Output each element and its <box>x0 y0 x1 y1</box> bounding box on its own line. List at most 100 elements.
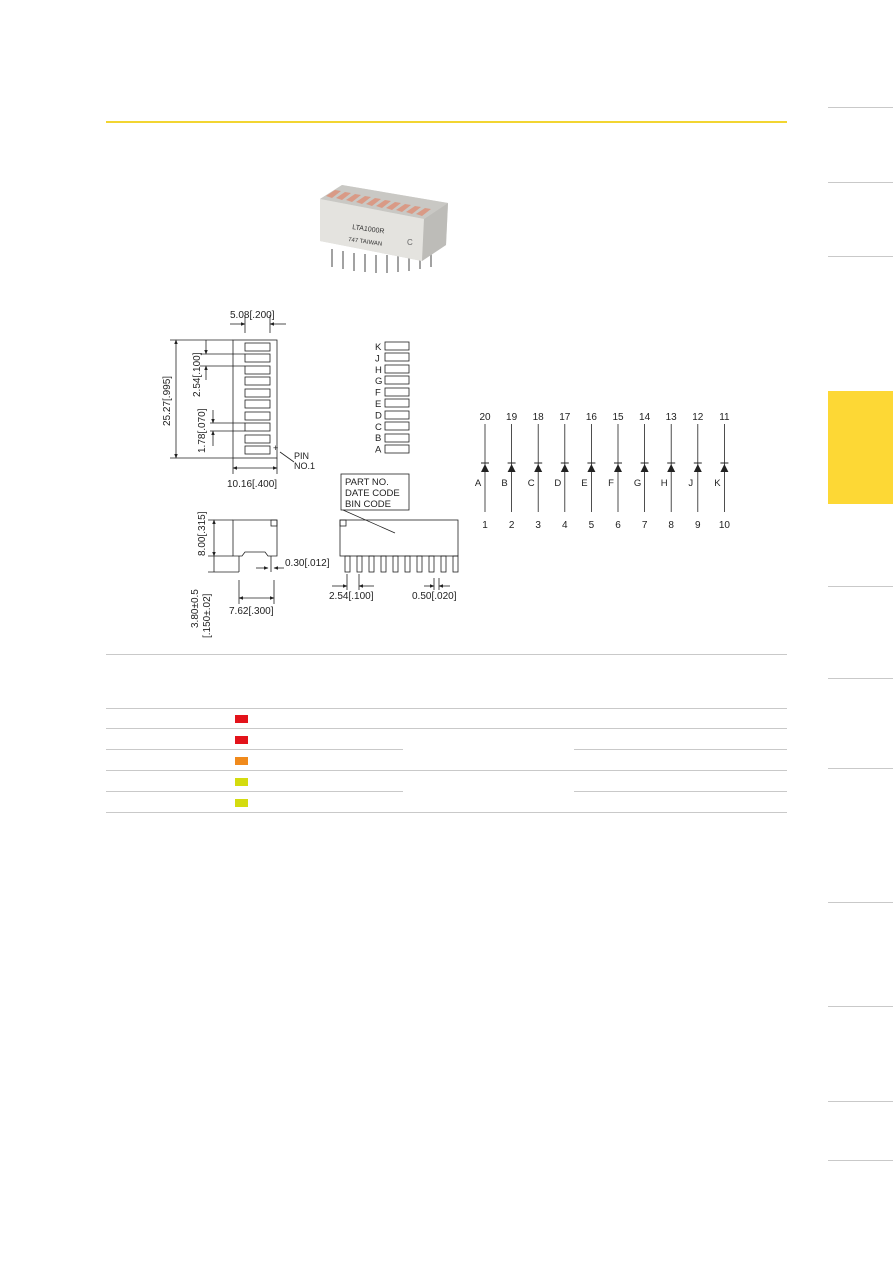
pin-number: NO.1 <box>294 461 315 471</box>
photo-led-segments <box>326 190 431 216</box>
side-tab-divider <box>828 586 893 587</box>
row-rule <box>574 749 787 750</box>
anode-pin-number: 13 <box>666 412 678 423</box>
side-tab-divider <box>828 902 893 903</box>
table-top-rule <box>106 708 787 709</box>
anode-pin-number: 17 <box>559 412 571 423</box>
dim-depth: 8.00[.315] <box>197 511 208 556</box>
dim-segment: 1.78[.070] <box>197 408 208 453</box>
color-swatch <box>235 778 248 786</box>
diode-symbol <box>693 464 702 472</box>
side-tab-divider <box>828 1101 893 1102</box>
segment-letter: A <box>475 478 482 489</box>
dim-lead-pitch: 2.54[.100] <box>329 591 374 602</box>
label-box <box>340 473 410 511</box>
side-tab-divider <box>828 768 893 769</box>
side-tab-divider <box>828 107 893 108</box>
pin-label: PIN <box>294 451 309 461</box>
anode-pin-number: 14 <box>639 412 651 423</box>
row-rule <box>106 812 787 813</box>
anode-pin-number: 12 <box>692 412 704 423</box>
segment-letter: E <box>581 478 587 489</box>
segment-letter: G <box>375 376 382 387</box>
circuit-diagram: 20A119B218C317D416E515F614G713H812J911K1… <box>475 412 731 531</box>
cathode-pin-number: 1 <box>482 520 488 531</box>
diode-symbol <box>534 464 543 472</box>
dim-lead-width: 0.50[.020] <box>412 591 457 602</box>
segment-letter: B <box>375 433 381 444</box>
cathode-pin-number: 5 <box>589 520 595 531</box>
segment-letter: E <box>375 399 381 410</box>
row-rule <box>574 791 787 792</box>
color-swatch <box>235 757 248 765</box>
dim-row-spacing: 7.62[.300] <box>229 606 274 617</box>
segment-letter: K <box>375 342 382 353</box>
color-table <box>106 708 787 813</box>
color-swatch <box>235 736 248 744</box>
segment-letter: J <box>375 353 380 364</box>
table-row <box>106 729 787 750</box>
segment-letter: K <box>714 478 721 489</box>
segment-letter: B <box>501 478 507 489</box>
cathode-pin-number: 9 <box>695 520 701 531</box>
row-rule <box>106 749 403 750</box>
color-swatch <box>235 799 248 807</box>
cathode-pin-number: 8 <box>668 520 674 531</box>
cathode-pin-number: 4 <box>562 520 568 531</box>
color-swatch <box>235 715 248 723</box>
diode-symbol <box>667 464 676 472</box>
segment-letter: G <box>634 478 641 489</box>
segment-letter: F <box>608 478 614 489</box>
cathode-pin-number: 2 <box>509 520 515 531</box>
dim-lead-length-in: [.150±.02] <box>202 593 213 638</box>
label-box-line: BIN CODE <box>345 499 391 510</box>
cathode-pin-number: 6 <box>615 520 621 531</box>
photo-date-marking: 747 TAIWAN <box>348 237 383 248</box>
diode-symbol <box>614 464 622 472</box>
dim-top-width: 5.08[.200] <box>230 310 275 321</box>
side-tab-divider <box>828 1160 893 1161</box>
section-divider <box>106 654 787 655</box>
anode-pin-number: 19 <box>506 412 518 423</box>
cathode-pin-number: 10 <box>719 520 731 531</box>
table-row <box>106 708 787 729</box>
side-tab-divider <box>828 256 893 257</box>
anode-pin-number: 16 <box>586 412 598 423</box>
table-row <box>106 771 787 792</box>
technical-drawing: 5.08[.200] 25.27[.995] 2.54[.100] 1.78[.… <box>162 310 731 638</box>
side-tab-divider <box>828 678 893 679</box>
diode-symbol <box>720 464 729 472</box>
row-rule <box>106 770 787 771</box>
cathode-pin-number: 3 <box>535 520 541 531</box>
segment-letter: A <box>375 445 382 456</box>
segment-letter: C <box>375 422 382 433</box>
segment-letter: H <box>661 478 668 489</box>
segment-letter: C <box>528 478 535 489</box>
dim-body-width: 10.16[.400] <box>227 479 277 490</box>
anode-pin-number: 15 <box>612 412 624 423</box>
dim-lead-thickness: 0.30[.012] <box>285 558 330 569</box>
anode-pin-number: 11 <box>719 412 730 423</box>
row-rule <box>106 791 403 792</box>
diode-symbol <box>587 464 596 472</box>
row-rule <box>106 728 787 729</box>
dim-pitch: 2.54[.100] <box>192 352 203 397</box>
diode-symbol <box>481 464 489 472</box>
label-box-line: PART NO. <box>345 477 389 488</box>
product-photo: LTA1000R 747 TAIWAN C <box>320 185 448 273</box>
segment-letter: D <box>554 478 561 489</box>
diode-symbol <box>640 464 649 472</box>
segment-letter: D <box>375 410 382 421</box>
active-section-tab[interactable] <box>828 391 893 504</box>
dim-lead-length: 3.80±0.5 <box>190 589 201 628</box>
dim-height: 25.27[.995] <box>162 376 173 426</box>
photo-part-marking: LTA1000R <box>352 224 385 235</box>
segment-letter: J <box>688 478 693 489</box>
cathode-pin-number: 7 <box>642 520 648 531</box>
front-view-body <box>232 339 278 459</box>
label-box-line: DATE CODE <box>345 488 400 499</box>
pin-mark: + <box>273 443 278 453</box>
segment-letter: F <box>375 388 381 399</box>
anode-pin-number: 18 <box>533 412 545 423</box>
